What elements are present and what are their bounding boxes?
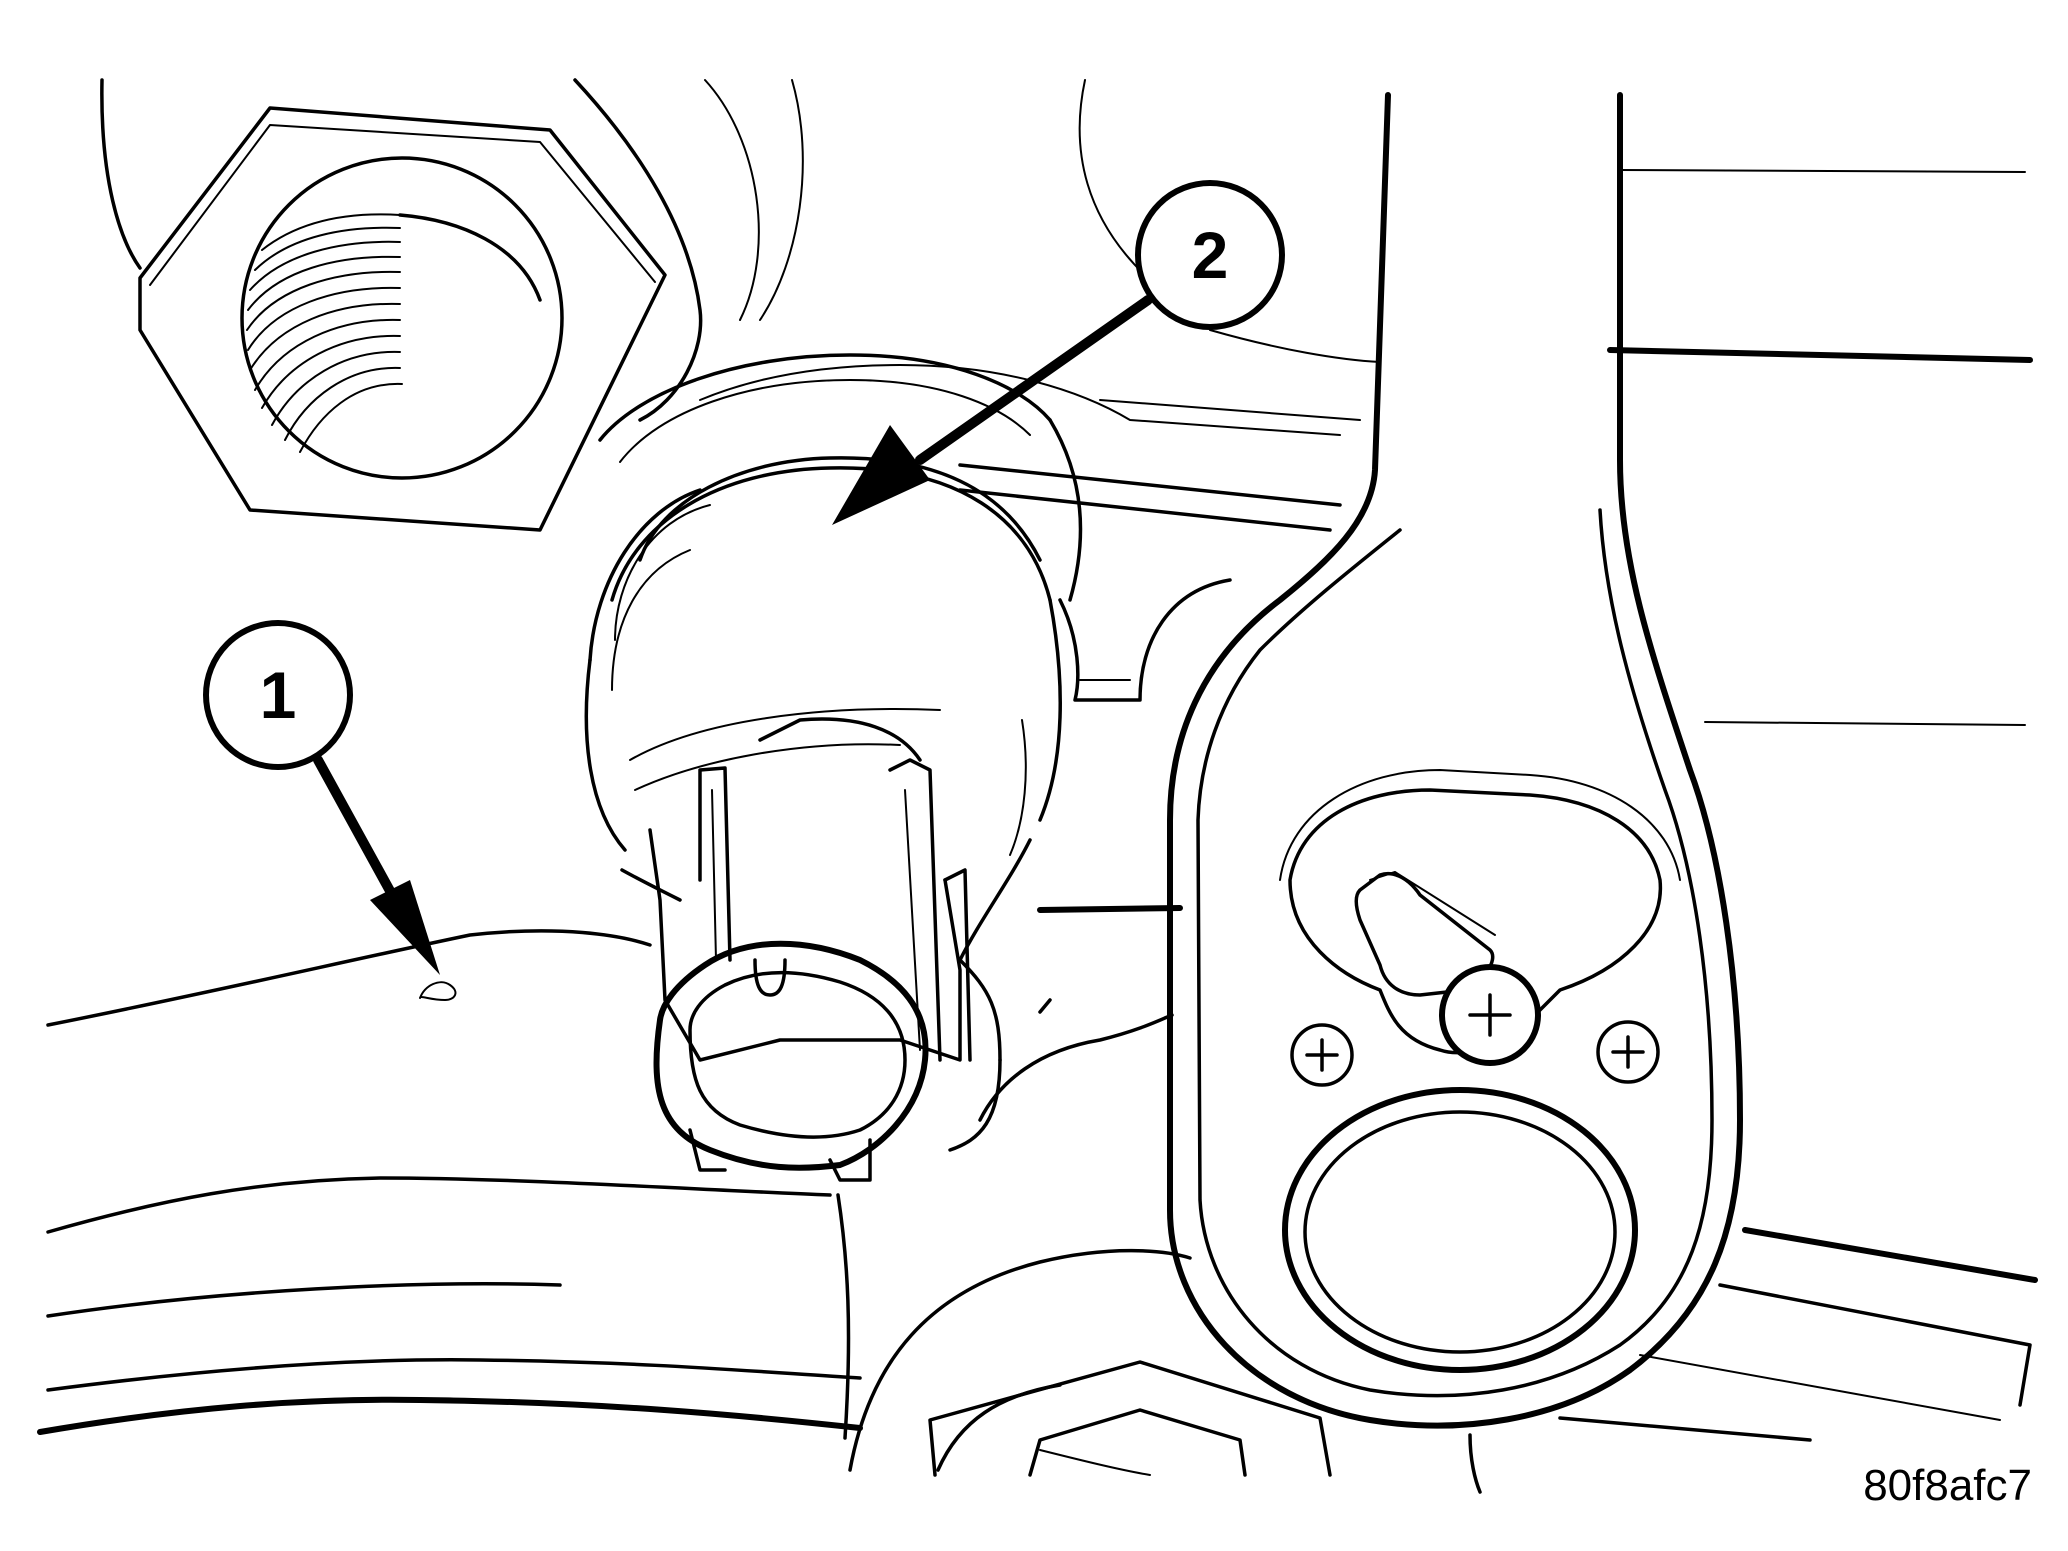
ratchet-wrench-icon — [1167, 92, 1743, 1429]
speed-sensor — [584, 353, 1232, 1182]
figure-id: 80f8afc7 — [1863, 1461, 2032, 1510]
callout-1: 1 — [203, 620, 457, 1001]
housing-casting — [37, 79, 2038, 1494]
callout-2: 2 — [832, 180, 1285, 525]
callout-1-circle — [203, 620, 353, 770]
callout-1-arrowhead — [370, 880, 440, 975]
callout-2-leader — [915, 295, 1153, 465]
hex-nut-icon — [100, 78, 804, 532]
callout-2-circle — [1135, 180, 1285, 330]
callout-1-number: 1 — [260, 658, 297, 732]
nut-thread-lines — [246, 213, 542, 453]
callout-2-number: 2 — [1192, 218, 1229, 292]
callout-1-leader — [313, 755, 400, 905]
callout-2-arrowhead — [832, 425, 930, 525]
